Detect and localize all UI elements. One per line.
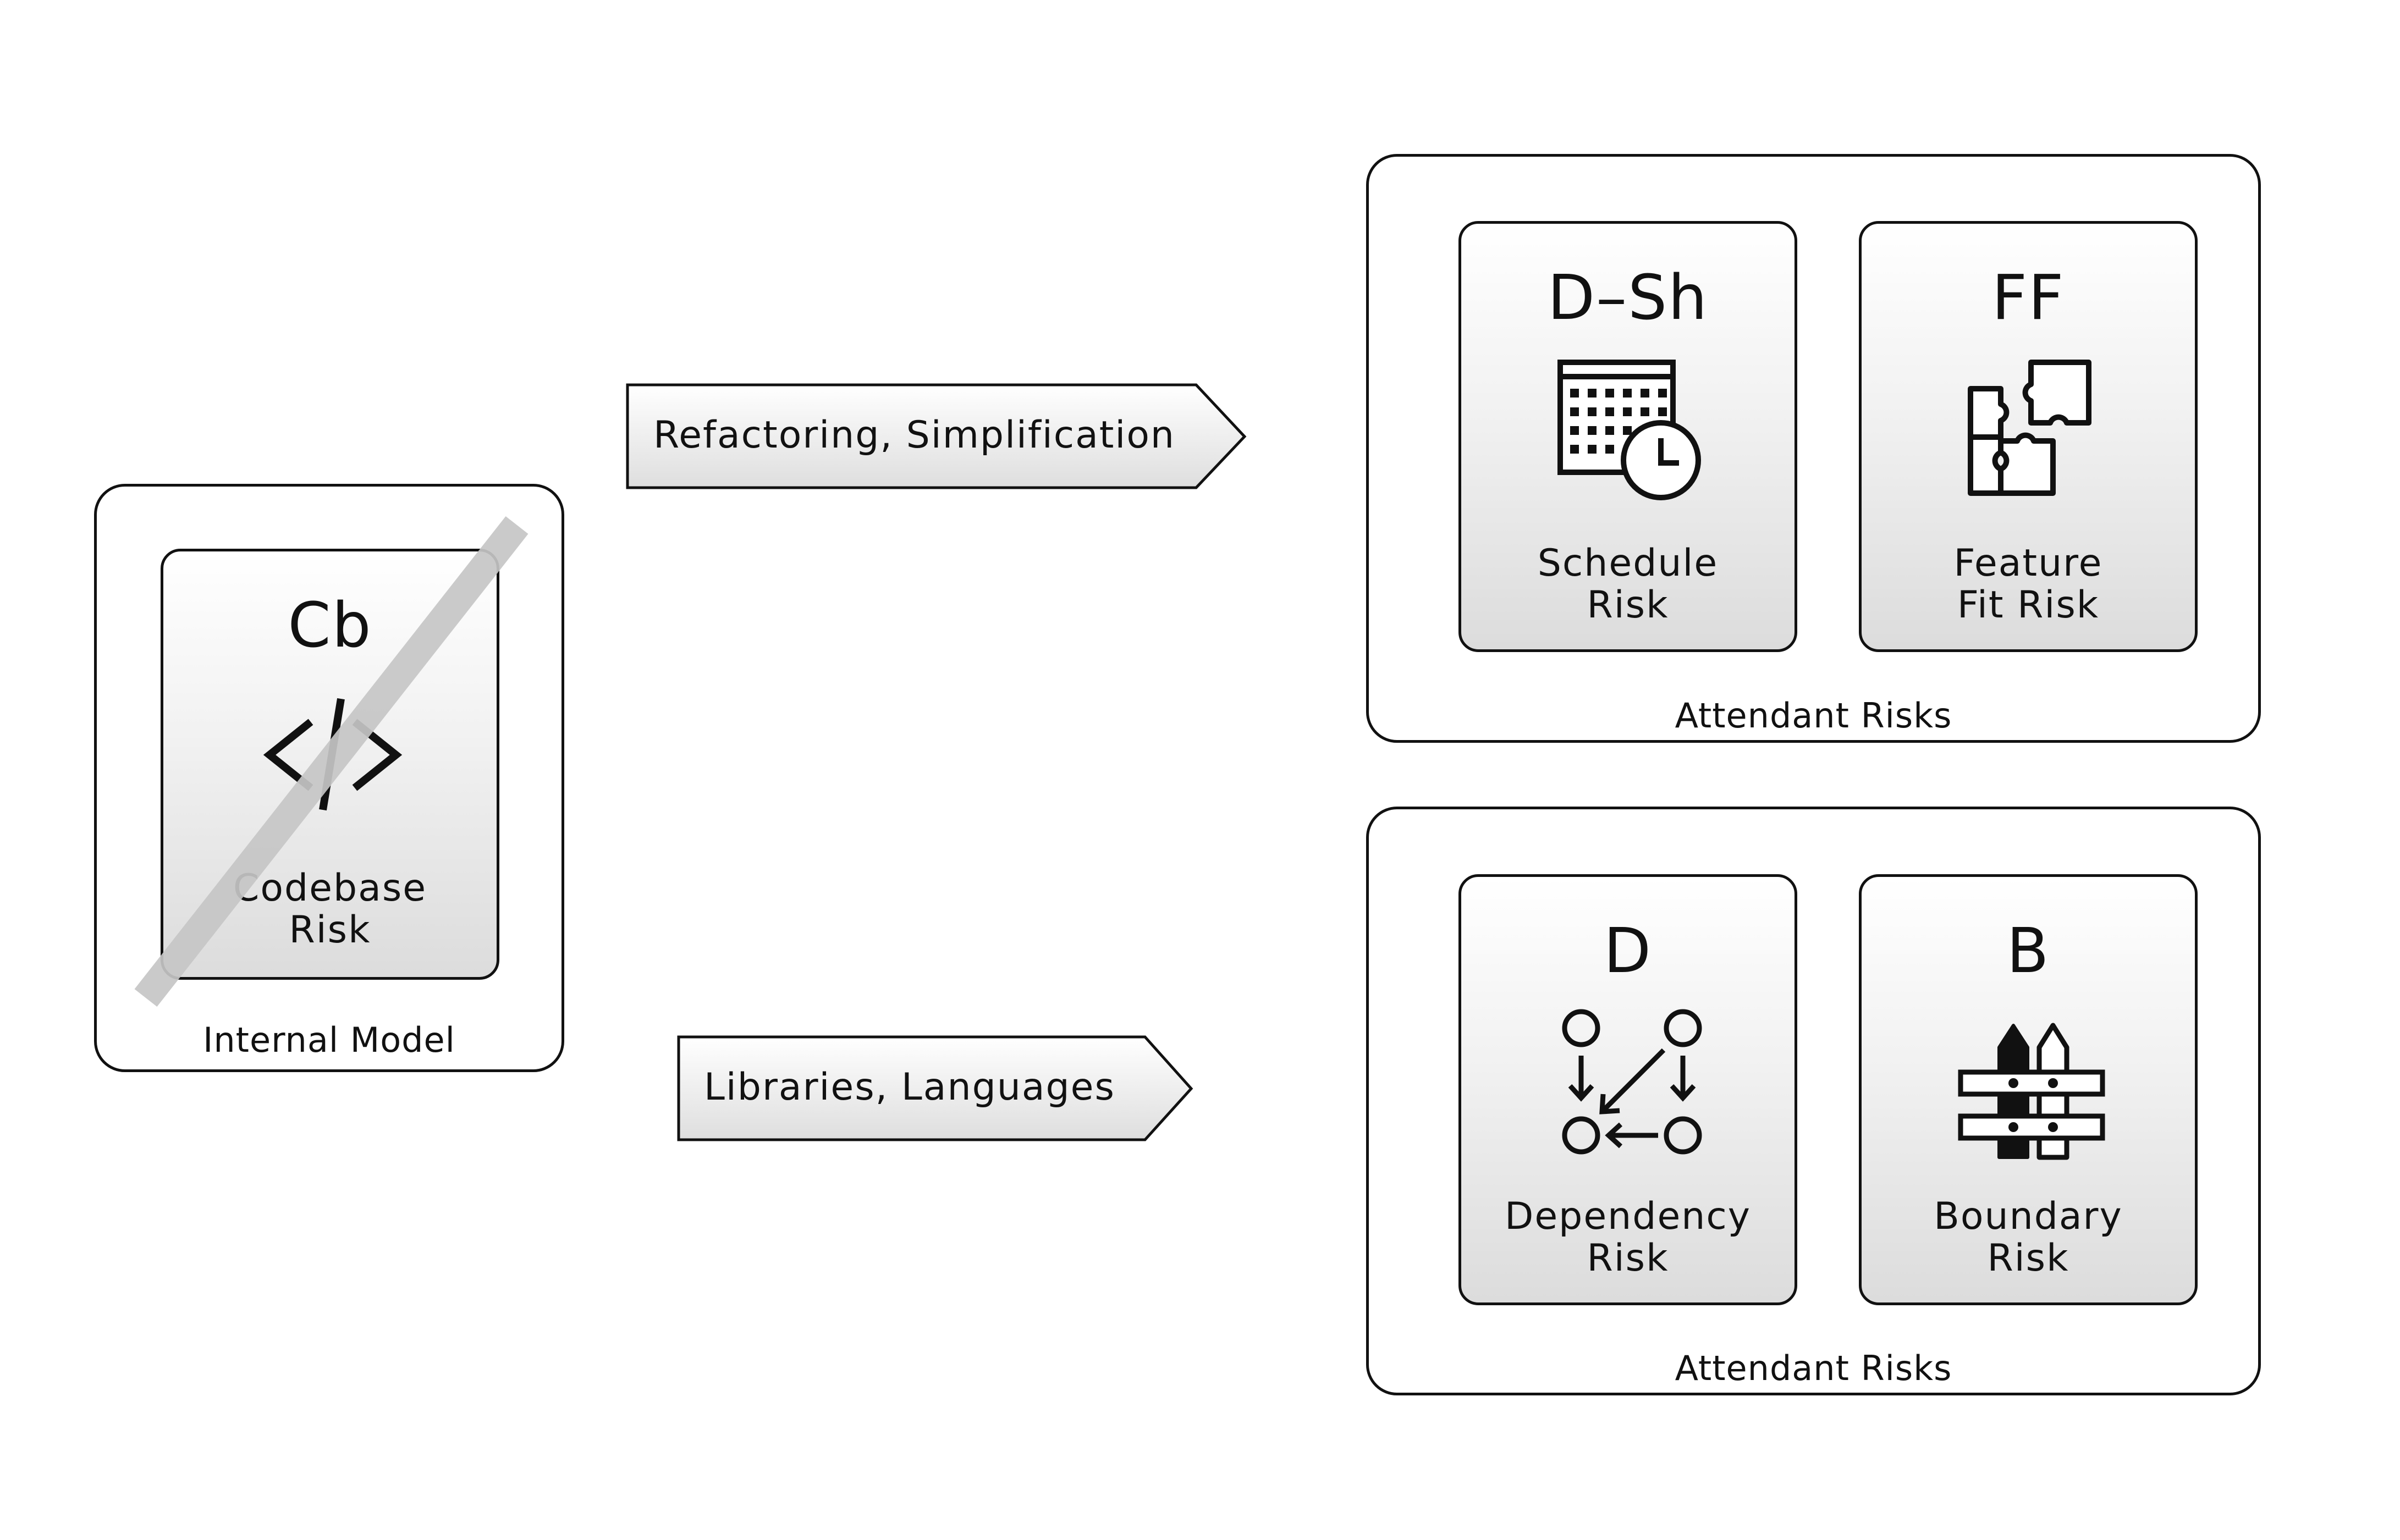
boundary-risk-card: B Boundary Risk (1859, 874, 2198, 1305)
card-name: Dependency Risk (1504, 1195, 1752, 1280)
feature-fit-risk-card: FF Feature Fit Risk (1859, 221, 2198, 652)
card-code: FF (1991, 262, 2065, 334)
card-name: Codebase Risk (233, 866, 427, 952)
card-name: Schedule Risk (1537, 542, 1719, 627)
card-code: D (1603, 915, 1653, 987)
strike-through-line (134, 516, 529, 1007)
action-arrow-shape-1 (626, 383, 1247, 489)
schedule-risk-card: D–Sh Schedule Risk (1458, 221, 1797, 652)
card-name: Boundary Risk (1934, 1195, 2123, 1280)
action-arrow-shape-2 (677, 1035, 1193, 1141)
card-code: Cb (288, 590, 372, 661)
action-label-refactoring: Refactoring, Simplification (653, 413, 1176, 457)
card-code: B (2006, 915, 2050, 987)
puzzle-icon (1968, 360, 2091, 496)
internal-model-label: Internal Model (203, 1020, 455, 1060)
calendar-clock-icon (1557, 360, 1701, 500)
card-code: D–Sh (1547, 262, 1709, 334)
attendant-risks-label-2: Attendant Risks (1675, 1348, 1952, 1388)
dependency-risk-card: D Dependency Risk (1458, 874, 1797, 1305)
dependency-graph-icon (1562, 1009, 1702, 1155)
attendant-risks-label-1: Attendant Risks (1675, 696, 1952, 736)
fence-icon (1958, 1023, 2105, 1160)
action-label-libraries: Libraries, Languages (704, 1066, 1115, 1109)
card-name: Feature Fit Risk (1953, 542, 2103, 627)
